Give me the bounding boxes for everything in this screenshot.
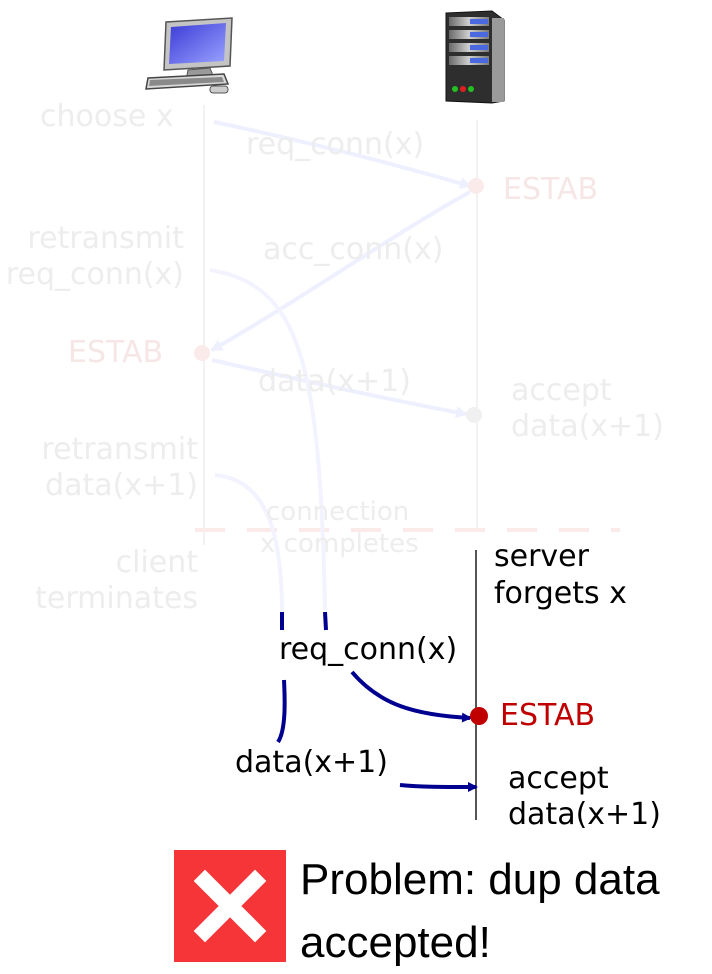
faded-retransmit-data-path [214,473,284,616]
label-faded-accept-1: accept [511,373,612,408]
label-faded-data: data(x+1) [258,364,411,399]
label-retransmit-req-1: retransmit [27,221,184,256]
label-accept-1: accept [508,761,609,796]
label-server-forgets-1: server [494,539,589,574]
req-conn-arrow-top [323,611,328,631]
error-x-icon [174,850,286,962]
label-req-conn: req_conn(x) [279,632,458,667]
desktop-computer-icon [145,17,233,94]
problem-message: Problem: dup data accepted! [300,848,660,974]
label-faded-estab-client: ESTAB [68,335,164,370]
faded-acc-conn-arrow [210,190,471,352]
faded-accept-dot [466,407,482,423]
problem-line-2: accepted! [300,918,491,967]
label-retransmit-req-2: req_conn(x) [5,257,184,292]
label-connection-1: connection [266,497,410,527]
label-faded-req-conn: req_conn(x) [246,127,425,162]
faded-retransmit-req-path [209,268,327,611]
label-choose-x: choose x [40,99,174,134]
label-client-terminates-2: terminates [35,581,198,616]
faded-req-conn-arrow [213,120,472,189]
label-faded-estab-server: ESTAB [503,172,599,207]
server-tower-icon [445,10,505,104]
problem-line-1: Problem: dup data [300,855,660,904]
label-estab: ESTAB [500,698,596,733]
label-retransmit-data-2: data(x+1) [45,468,198,503]
label-faded-accept-2: data(x+1) [511,409,664,444]
label-server-forgets-2: forgets x [494,576,627,611]
req-conn-arrow [350,670,472,723]
label-client-terminates-1: client [115,545,198,580]
label-data: data(x+1) [235,745,388,780]
estab-dot [470,707,488,725]
label-acc-conn: acc_conn(x) [263,232,444,267]
label-connection-2: x completes [260,529,419,559]
data-arrow [399,781,478,792]
faded-data-arrow [211,358,468,419]
data-arrow-mid [276,679,287,744]
label-retransmit-data-1: retransmit [41,432,198,467]
faded-estab-server-dot [468,178,484,194]
label-accept-2: data(x+1) [508,797,661,832]
faded-estab-client-dot [194,345,210,361]
